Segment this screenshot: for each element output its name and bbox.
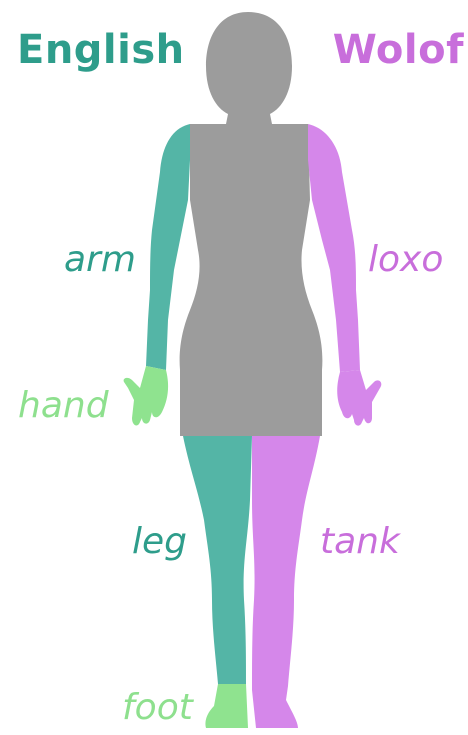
- english-header: English: [17, 30, 185, 70]
- left-foot-shape: [205, 684, 248, 728]
- leg-english-label: leg: [132, 524, 187, 560]
- torso-shape: [180, 124, 323, 436]
- hand-english-label: hand: [18, 388, 109, 424]
- head-shape: [206, 12, 292, 124]
- left-leg-shape: [183, 436, 252, 684]
- foot-english-label: foot: [122, 690, 193, 726]
- arm-english-label: arm: [64, 242, 136, 278]
- left-hand-shape: [124, 366, 168, 425]
- leg-wolof-label: tank: [320, 524, 400, 560]
- right-leg-shape: [252, 436, 320, 728]
- arm-wolof-label: loxo: [368, 242, 443, 278]
- wolof-header: Wolof: [333, 30, 464, 70]
- right-hand-shape: [337, 370, 381, 426]
